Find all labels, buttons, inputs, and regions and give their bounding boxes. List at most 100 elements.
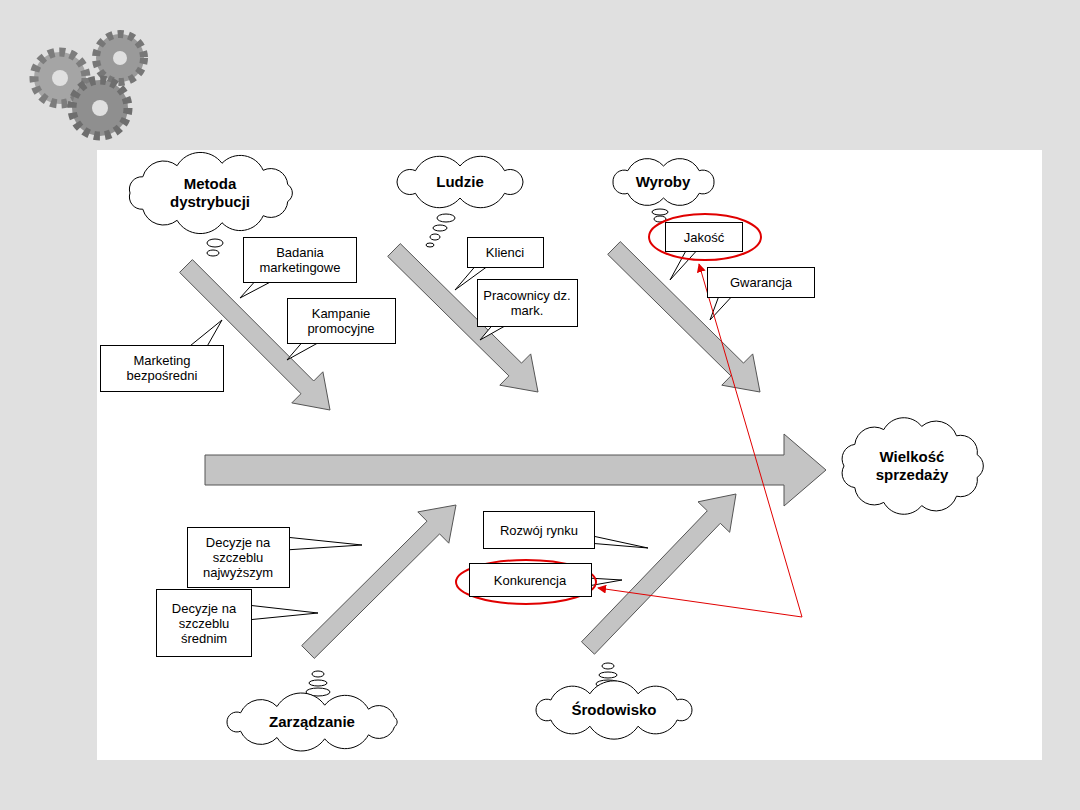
text-holder: Wielkość sprzedaży [837, 419, 987, 513]
cause-label: Gwarancja [730, 275, 792, 290]
thought-bubbles [207, 209, 668, 696]
gear-hole [52, 70, 68, 86]
gear-hole [92, 100, 108, 116]
leader-line [598, 588, 802, 617]
cause-callout: Decyzje na szczeblu najwyższym [187, 527, 290, 588]
white-panel [97, 150, 1042, 760]
cause-callout: Marketing bezpośredni [100, 345, 224, 392]
red-leaders [598, 264, 802, 617]
bubble [309, 680, 327, 686]
bubble [599, 672, 617, 678]
text-block: Gwarancja [730, 275, 792, 290]
bubble [312, 671, 324, 677]
category-label: Środowisko [571, 701, 656, 719]
callout-tail [588, 535, 648, 548]
cause-callout: Rozwój rynku [483, 511, 595, 549]
text-block: Kampanie promocyjne [291, 306, 391, 336]
text-holder: Zarządzanie [220, 698, 405, 746]
cause-label: Pracownicy dz. mark. [481, 288, 573, 318]
bubble [207, 239, 223, 247]
category-label: Metoda dystrybucji [155, 175, 265, 211]
callout-tail [247, 605, 318, 620]
text-holder: Jakość [666, 223, 742, 251]
cause-callout: Klienci [467, 237, 544, 268]
cause-label: Klienci [486, 245, 524, 260]
highlight-ellipse [649, 214, 761, 260]
text-holder: Gwarancja [708, 268, 814, 297]
callout-tails [185, 247, 735, 620]
gears-icon [34, 34, 144, 136]
cause-callout: Jakość [665, 222, 743, 252]
text-holder: Ludzie [390, 159, 530, 205]
text-block: Decyzje na szczeblu najwyższym [191, 535, 286, 580]
bubble [652, 209, 668, 215]
cause-callout: Pracownicy dz. mark. [477, 279, 578, 327]
cause-label: Badania marketingowe [247, 245, 353, 275]
text-block: Wyroby [636, 173, 691, 191]
cause-label: Decyzje na szczeblu średnim [160, 601, 248, 646]
gear-hole [113, 51, 127, 65]
gear [72, 80, 128, 136]
category-label: Zarządzanie [269, 713, 355, 731]
fishbone-arrow [582, 494, 737, 654]
category-cloud: Ludzie [390, 159, 530, 205]
text-holder: Klienci [468, 238, 543, 267]
text-holder: Decyzje na szczeblu średnim [157, 590, 251, 656]
category-label: Ludzie [436, 173, 484, 191]
cause-callout: Badania marketingowe [243, 237, 357, 283]
bubble [437, 214, 455, 222]
cause-callout: Kampanie promocyjne [287, 298, 396, 344]
text-holder: Konkurencja [470, 564, 591, 596]
callout-tail [588, 578, 622, 586]
fishbone-arrows [180, 242, 826, 659]
fishbone-arrow [608, 242, 760, 392]
cause-label: Konkurencja [494, 573, 566, 588]
text-block: Zarządzanie [269, 713, 355, 731]
cause-label: Decyzje na szczeblu najwyższym [191, 535, 286, 580]
text-block: Marketing bezpośredni [104, 353, 220, 383]
cause-label: Rozwój rynku [500, 523, 578, 538]
text-block: Środowisko [571, 701, 656, 719]
text-block: Pracownicy dz. mark. [481, 288, 573, 318]
text-holder: Decyzje na szczeblu najwyższym [188, 528, 289, 587]
text-block: Klienci [486, 245, 524, 260]
bubble [433, 225, 447, 231]
text-holder: Pracownicy dz. mark. [478, 280, 577, 326]
text-holder: Badania marketingowe [244, 238, 356, 282]
text-block: Konkurencja [494, 573, 566, 588]
category-cloud: Zarządzanie [220, 698, 405, 746]
cause-callout: Decyzje na szczeblu średnim [156, 589, 252, 657]
text-block: Rozwój rynku [500, 523, 578, 538]
text-holder: Marketing bezpośredni [101, 346, 223, 391]
text-block: Metoda dystrybucji [155, 175, 265, 211]
highlight-ellipse [456, 560, 596, 604]
text-block: Badania marketingowe [247, 245, 353, 275]
category-cloud: Wyroby [606, 159, 721, 205]
category-cloud: Środowisko [529, 686, 699, 734]
text-block: Jakość [684, 230, 724, 245]
cause-label: Kampanie promocyjne [291, 306, 391, 336]
cause-callout: Konkurencja [469, 563, 592, 597]
text-block: Decyzje na szczeblu średnim [160, 601, 248, 646]
cause-callout: Gwarancja [707, 267, 815, 298]
cloud-shape [397, 156, 523, 207]
bubble [430, 234, 440, 240]
text-holder: Wyroby [606, 159, 721, 205]
category-label: Wyroby [636, 173, 691, 191]
text-holder: Rozwój rynku [484, 512, 594, 548]
leader-line [699, 264, 802, 617]
bubble [602, 663, 614, 669]
bubble [207, 250, 219, 256]
text-holder: Środowisko [529, 686, 699, 734]
category-cloud: Metoda dystrybucji [123, 156, 298, 230]
cloud-shape [536, 681, 692, 739]
text-holder: Kampanie promocyjne [288, 299, 395, 343]
cloud-shape [226, 693, 396, 751]
gear [96, 34, 144, 82]
bubble [426, 243, 434, 247]
cloud-shape [612, 159, 713, 206]
cause-label: Marketing bezpośredni [104, 353, 220, 383]
cause-label: Jakość [684, 230, 724, 245]
